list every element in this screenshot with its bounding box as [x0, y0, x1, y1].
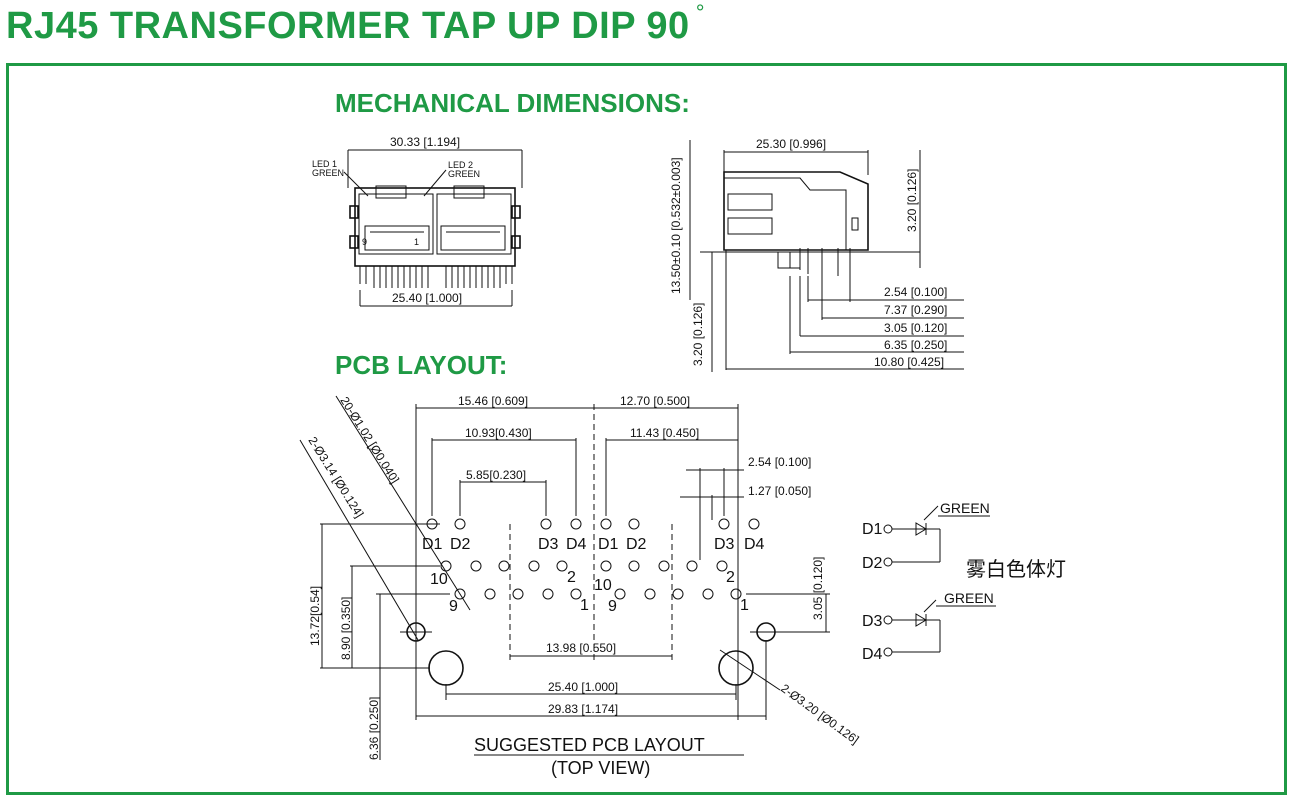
front-pin-span-dim: 25.40 [1.000]: [392, 291, 462, 305]
side-dim-4: 10.80 [0.425]: [874, 355, 944, 369]
pcb-dim-254: 2.54 [0.100]: [748, 455, 811, 469]
led2-label: LED 2: [448, 160, 473, 170]
pcb-pin-d3-b: D3: [714, 536, 735, 553]
pcb-pin-d1-a: D1: [422, 536, 443, 553]
pcb-row-a2: 2: [567, 569, 576, 586]
pcb-pin-d4-b: D4: [744, 536, 765, 553]
side-dim-1: 7.37 [0.290]: [884, 303, 947, 317]
side-bottom-offset-dim: 3.20 [0.126]: [691, 303, 705, 366]
front-pin1: 1: [414, 237, 419, 247]
page-title: RJ45 TRANSFORMER TAP UP DIP 90°: [6, 0, 705, 48]
pcb-dim-2540: 25.40 [1.000]: [548, 680, 618, 694]
pcb-dim-1093: 10.93[0.430]: [465, 426, 532, 440]
pcb-dim-1143: 11.43 [0.450]: [630, 426, 699, 440]
drawing-frame: [6, 63, 1287, 795]
pcb-pin-d2-a: D2: [450, 536, 471, 553]
pcb-heading: PCB LAYOUT:: [335, 350, 508, 380]
pcb-layout: 15.46 [0.609] 12.70 [0.500] 10.93[0.430]…: [299, 394, 861, 778]
pcb-dim-127: 1.27 [0.050]: [748, 484, 811, 498]
pcb-hole-20: 20-Ø1.02 [Ø0.040]: [337, 394, 402, 486]
pcb-dim-585: 5.85[0.230]: [466, 468, 526, 482]
pcb-dim-636: 6.36 [0.250]: [367, 697, 381, 760]
pcb-dim-890: 8.90 [0.350]: [339, 597, 353, 660]
pcb-row-b10: 10: [594, 577, 612, 594]
pcb-dim-1546: 15.46 [0.609]: [458, 394, 528, 408]
led-schematic: D1 D2 GREEN D3 D4 GREEN 雾白色体灯: [862, 500, 1066, 663]
pcb-dim-1372: 13.72[0.54]: [308, 586, 322, 646]
title-text: RJ45 TRANSFORMER TAP UP DIP 90: [6, 5, 690, 47]
led-d3: D3: [862, 613, 883, 630]
led-d1: D1: [862, 521, 883, 538]
pcb-pin-d1-b: D1: [598, 536, 619, 553]
side-depth-dim: 25.30 [0.996]: [756, 137, 826, 151]
led-note: 雾白色体灯: [966, 557, 1066, 581]
led1-label: LED 1: [312, 159, 337, 169]
led1-color: GREEN: [312, 168, 344, 178]
pcb-row-b1: 1: [740, 597, 749, 614]
side-view: 25.30 [0.996] 13.50±0.10 [0.532±0.003] 3…: [669, 137, 964, 372]
led-d4: D4: [862, 646, 883, 663]
pcb-dim-305: 3.05 [0.120]: [811, 557, 825, 620]
pcb-dim-1270: 12.70 [0.500]: [620, 394, 690, 408]
pcb-pin-d3-a: D3: [538, 536, 559, 553]
pcb-row-a9: 9: [449, 598, 458, 615]
led-green-2: GREEN: [944, 590, 994, 606]
title-degree: °: [695, 0, 706, 25]
front-width-dim: 30.33 [1.194]: [390, 135, 460, 149]
pcb-pin-d2-b: D2: [626, 536, 647, 553]
side-top-offset-dim: 3.20 [0.126]: [905, 169, 919, 232]
led-d2: D2: [862, 555, 883, 572]
pcb-hole-2a: 2-Ø3.14 [Ø0.124]: [305, 434, 366, 520]
front-view: 30.33 [1.194] LED 1 GREEN LED 2 GREEN 9 …: [312, 135, 523, 307]
front-pin9: 9: [362, 237, 367, 247]
side-dim-2: 3.05 [0.120]: [884, 321, 947, 335]
pcb-dim-1398: 13.98 [0.550]: [546, 641, 616, 655]
side-dim-0: 2.54 [0.100]: [884, 285, 947, 299]
pcb-row-a1: 1: [580, 597, 589, 614]
mechanical-heading: MECHANICAL DIMENSIONS:: [335, 88, 690, 118]
pcb-caption: SUGGESTED PCB LAYOUT: [474, 735, 705, 755]
led-green-1: GREEN: [940, 500, 990, 516]
led2-color: GREEN: [448, 169, 480, 179]
side-dim-3: 6.35 [0.250]: [884, 338, 947, 352]
pcb-row-b2: 2: [726, 569, 735, 586]
pcb-dim-2983: 29.83 [1.174]: [548, 702, 618, 716]
pcb-row-b9: 9: [608, 598, 617, 615]
pcb-subcaption: (TOP VIEW): [551, 758, 650, 778]
pcb-row-a10: 10: [430, 571, 448, 588]
pcb-pin-d4-a: D4: [566, 536, 587, 553]
pcb-hole-2b: 2-Ø3.20 [Ø0.126]: [778, 681, 861, 747]
side-height-dim: 13.50±0.10 [0.532±0.003]: [669, 157, 683, 294]
